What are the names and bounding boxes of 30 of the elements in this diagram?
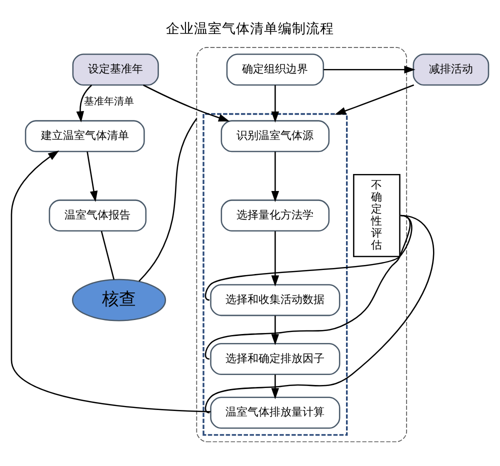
node-box: 设定基准年 [72,53,159,86]
diagram-title: 企业温室气体清单编制流程 [166,20,334,36]
node-box: 温室气体排放量计算 [210,396,340,428]
arrow [324,65,416,73]
node-box: 确定组织边界 [226,53,324,86]
connector [100,230,115,280]
connector [138,118,198,282]
arrow [76,84,92,122]
node-ellipse: 核查 [72,278,166,321]
arrow [271,230,280,286]
arrow [86,151,98,202]
node-box: 选择和收集活动数据 [210,284,340,316]
cluster [196,46,408,442]
arrow [271,374,280,399]
node-box: 不确定性评估 [353,173,400,257]
node-box: 选择和确定排放因子 [210,342,340,374]
connector [204,214,434,413]
node-box: 建立温室气体清单 [24,120,145,152]
arrow [143,84,230,121]
arrow [334,84,414,114]
arrow [271,84,280,122]
arrow [271,315,280,345]
node-box: 选择量化方法学 [220,199,330,232]
arrow [271,151,280,202]
edge-label: 基准年清单 [84,94,134,107]
node-box: 温室气体报告 [48,199,147,232]
arrow [10,150,211,412]
connector [204,214,411,360]
node-box: 识别温室气体源 [220,120,330,152]
node-box: 减排活动 [412,53,490,86]
